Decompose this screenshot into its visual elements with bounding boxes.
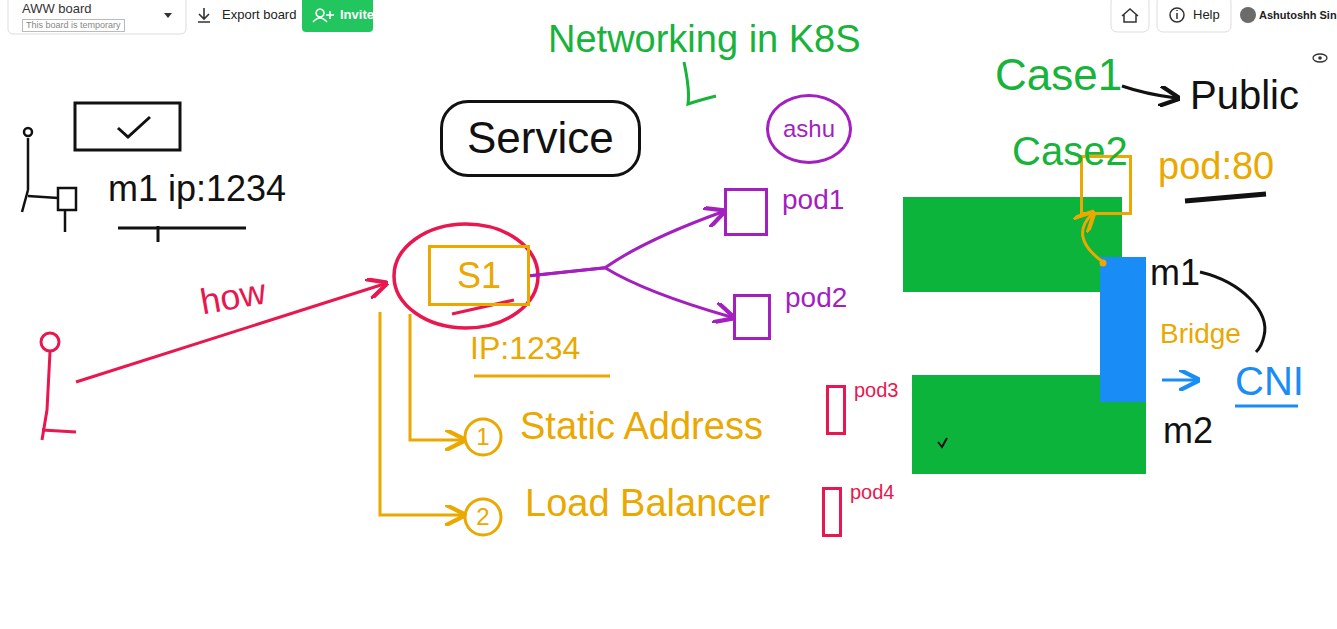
sketch-box bbox=[75, 103, 180, 150]
feature-bracket bbox=[410, 314, 462, 440]
pod-label: pod2 bbox=[785, 282, 847, 314]
title: Networking in K8S bbox=[548, 18, 861, 62]
connector bbox=[530, 212, 722, 276]
info-icon bbox=[1170, 8, 1184, 22]
pod-label: pod:80 bbox=[1158, 145, 1274, 189]
note-label: Load Balancer bbox=[525, 482, 770, 526]
number-circle bbox=[465, 499, 501, 535]
home-button bbox=[1111, 0, 1149, 32]
pod-label: pod4 bbox=[850, 481, 895, 504]
title-squiggle bbox=[684, 62, 716, 104]
pod-link bbox=[1083, 214, 1103, 262]
service-circle bbox=[394, 224, 538, 328]
pod-node: pod1 bbox=[724, 188, 844, 236]
dropdown-icon bbox=[164, 13, 172, 18]
note-label: m2 bbox=[1163, 410, 1213, 451]
help-button bbox=[1157, 0, 1231, 32]
underline bbox=[1235, 405, 1298, 408]
check-mark bbox=[118, 117, 150, 137]
machine-stand bbox=[64, 210, 67, 232]
bridge-bar bbox=[1100, 257, 1146, 402]
note-label: Case2 bbox=[1012, 128, 1128, 174]
stick-head bbox=[24, 128, 32, 136]
number-circle bbox=[465, 419, 501, 455]
feature-bracket bbox=[380, 312, 462, 515]
eye-icon bbox=[1313, 54, 1327, 62]
strike-line bbox=[452, 300, 514, 314]
underline bbox=[1185, 194, 1266, 201]
note-label: Public bbox=[1190, 72, 1299, 118]
pod-box bbox=[822, 487, 842, 537]
node-label: Service bbox=[467, 113, 614, 164]
note-label: AWW board bbox=[22, 2, 92, 17]
invite-icon bbox=[313, 9, 334, 22]
note-label: Static Address bbox=[520, 405, 763, 449]
pod-box bbox=[826, 385, 846, 435]
pod-label: pod1 bbox=[782, 184, 844, 216]
pod-box bbox=[733, 294, 771, 340]
node-label: ashu bbox=[783, 115, 835, 143]
avatar bbox=[1240, 7, 1256, 23]
pod-label: pod3 bbox=[854, 379, 899, 402]
service-box: Service bbox=[440, 100, 641, 177]
stick-figure bbox=[42, 352, 76, 440]
note-label: m1 ip:1234 bbox=[108, 168, 286, 209]
pod-node: pod2 bbox=[733, 294, 847, 340]
underline bbox=[118, 226, 246, 242]
note-label: how bbox=[197, 271, 269, 323]
note-label: Case1 bbox=[995, 50, 1122, 101]
case-arrow bbox=[1122, 86, 1176, 98]
note-label: Export board bbox=[222, 8, 296, 23]
node-label: S1 bbox=[457, 255, 501, 296]
home-icon bbox=[1122, 9, 1138, 22]
note-label: 2 bbox=[476, 503, 489, 531]
pod-node: pod3 bbox=[826, 385, 899, 435]
note-label: m1 bbox=[1150, 252, 1200, 293]
note-label: IP:1234 bbox=[470, 330, 580, 367]
info-mark bbox=[1176, 10, 1178, 19]
note-label: CNI bbox=[1235, 358, 1304, 404]
board-panel bbox=[8, 0, 186, 34]
note-label: Ashutoshh Sin bbox=[1259, 9, 1337, 22]
note-label: Help bbox=[1193, 8, 1220, 23]
pod-box bbox=[724, 188, 768, 236]
machine-box bbox=[58, 188, 76, 210]
underline bbox=[474, 375, 610, 378]
download-icon bbox=[198, 8, 210, 22]
note-label: Bridge bbox=[1160, 318, 1241, 350]
invite-button bbox=[302, 0, 373, 32]
stick-head bbox=[41, 333, 59, 351]
note-label: 1 bbox=[476, 423, 489, 451]
cni-arrow bbox=[1162, 379, 1196, 382]
stick-figure bbox=[22, 138, 58, 212]
service-box: S1 bbox=[428, 245, 530, 306]
connector bbox=[530, 268, 731, 317]
eye-pupil bbox=[1318, 56, 1322, 60]
note-label: This board is temporary bbox=[22, 19, 125, 32]
note-label: Invite bbox=[340, 8, 374, 23]
check-mark bbox=[938, 438, 947, 447]
pod-node: pod4 bbox=[822, 487, 895, 537]
user-circle: ashu bbox=[766, 94, 852, 164]
machine-block bbox=[903, 197, 1122, 292]
